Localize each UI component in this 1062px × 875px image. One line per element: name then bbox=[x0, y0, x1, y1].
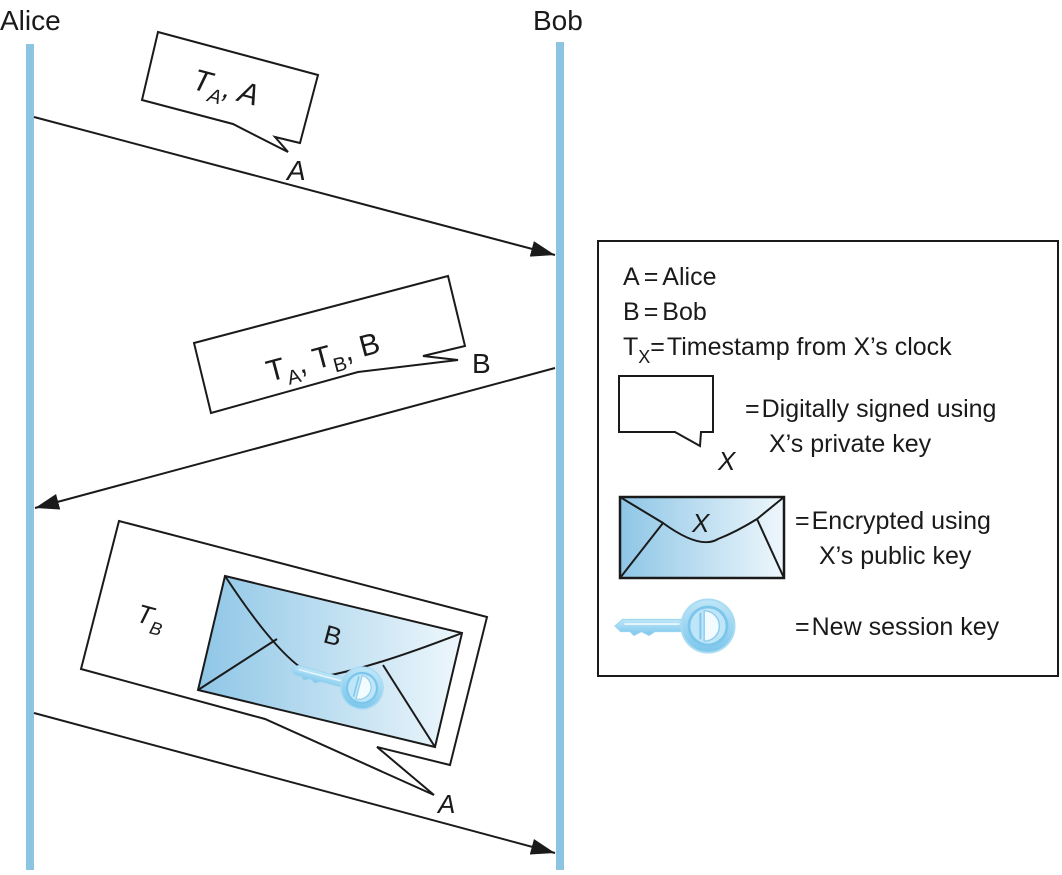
alice-lifeline bbox=[26, 44, 34, 870]
message-1-arrow bbox=[33, 116, 556, 257]
legend-bob-entry: B=Bob bbox=[623, 298, 707, 326]
message-2-signed-bubble bbox=[192, 274, 467, 415]
message-1-signer-label: A bbox=[285, 155, 306, 186]
message-3: TB B A bbox=[33, 519, 556, 855]
legend-signed-bubble-icon bbox=[618, 375, 714, 448]
message-2: TA, TB, B B bbox=[34, 274, 556, 510]
legend-encrypted-line1: =Encrypted using bbox=[795, 507, 991, 535]
message-2-signer-label: B bbox=[472, 348, 491, 379]
legend-timestamp-entry: TX=Timestamp from X’s clock bbox=[623, 333, 952, 367]
legend-signed-line2: X’s private key bbox=[769, 430, 932, 458]
message-1: TA, A A bbox=[33, 30, 556, 257]
message-3-signer-label: A bbox=[436, 789, 455, 819]
message-2-arrow bbox=[34, 367, 556, 510]
legend-alice-entry: A=Alice bbox=[623, 263, 716, 291]
legend-encrypted-line2: X’s public key bbox=[819, 542, 972, 570]
legend-envelope-icon: X bbox=[618, 495, 786, 580]
legend: A=Alice B=Bob TX=Timestamp from X’s cloc… bbox=[597, 240, 1059, 677]
message-3-arrow bbox=[33, 712, 556, 855]
legend-envelope-label: X bbox=[691, 508, 711, 538]
legend-box bbox=[597, 240, 1059, 677]
participant-alice-label: Alice bbox=[0, 5, 61, 36]
legend-signed-symbol-label: X bbox=[717, 446, 737, 476]
message-3-encrypted-envelope: B bbox=[196, 574, 464, 749]
bob-lifeline bbox=[556, 42, 564, 870]
legend-session-key-entry: =New session key bbox=[795, 613, 1000, 641]
participant-bob-label: Bob bbox=[533, 5, 583, 36]
legend-signed-line1: =Digitally signed using bbox=[745, 395, 996, 423]
message-1-signed-bubble bbox=[140, 30, 320, 153]
